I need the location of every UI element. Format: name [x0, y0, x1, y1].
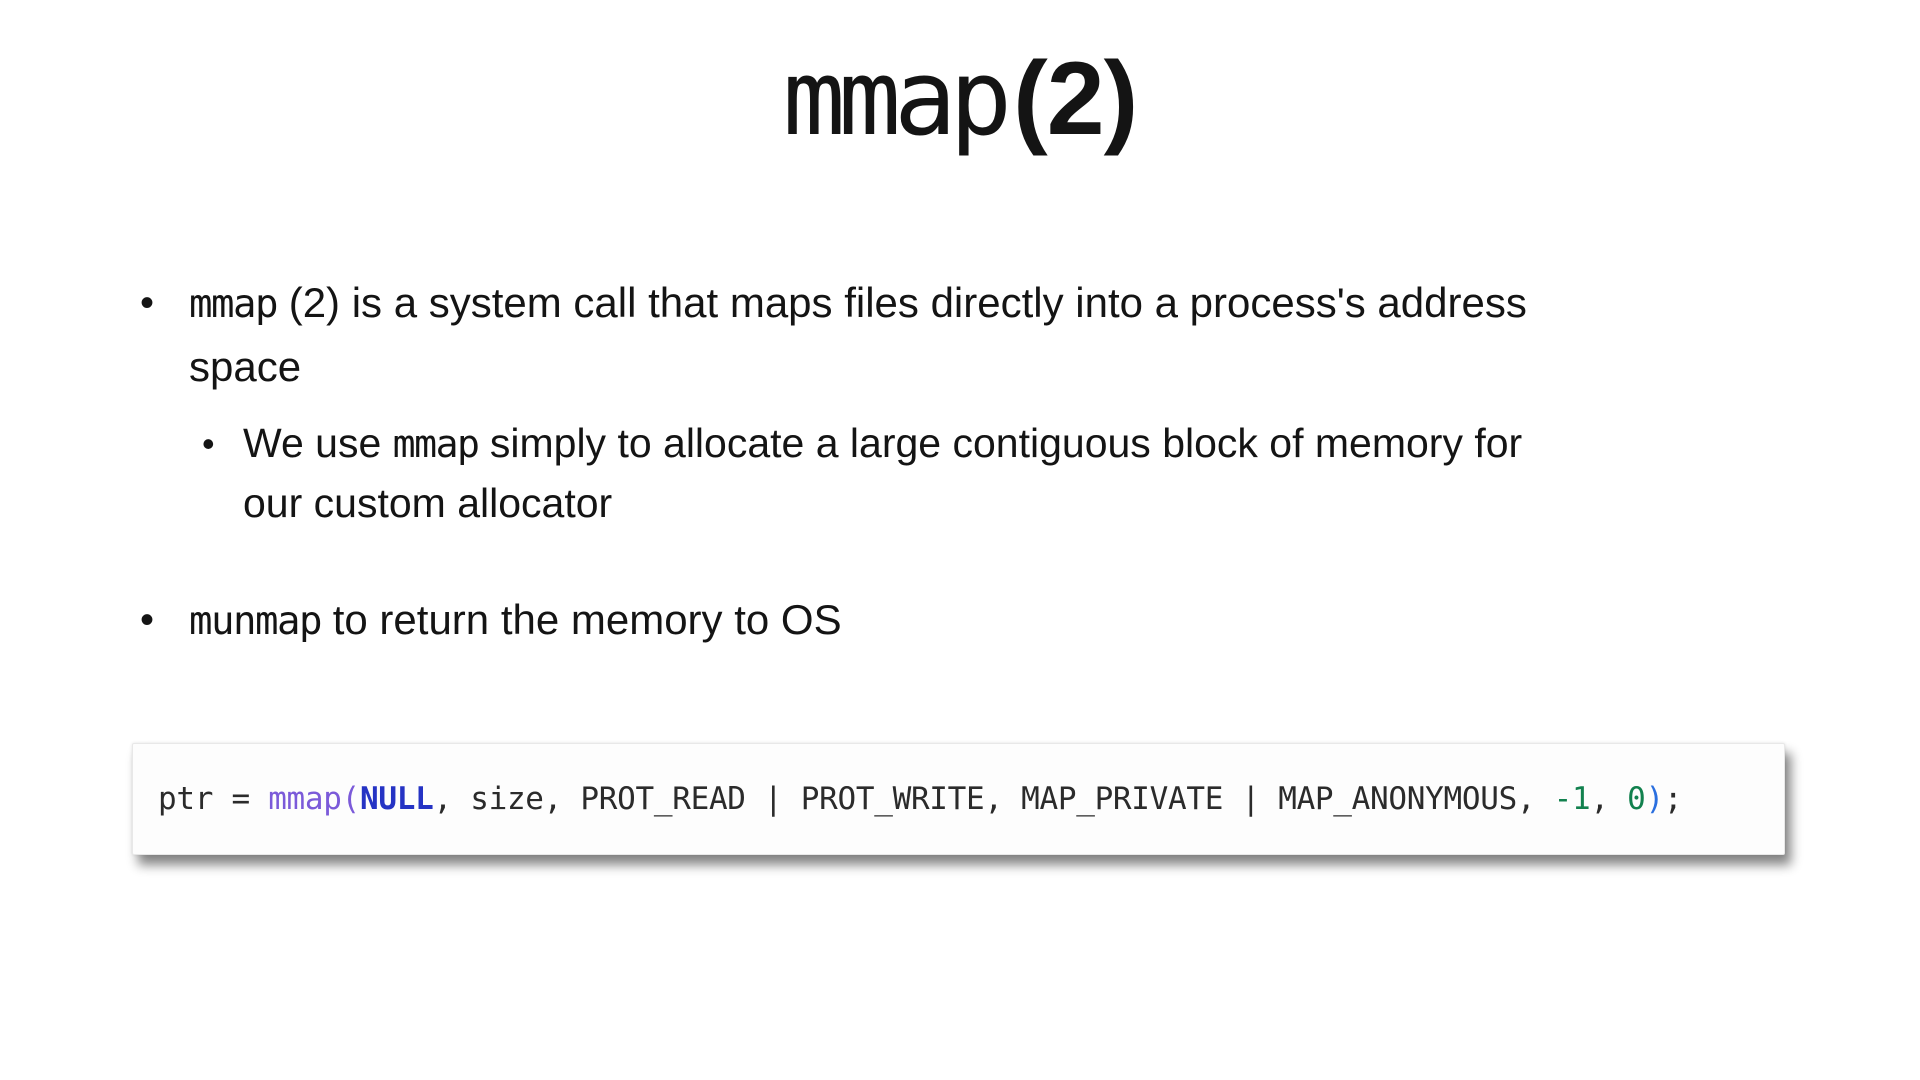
code-token-null: NULL: [360, 781, 434, 817]
bullet-text: munmap to return the memory to OS: [189, 589, 842, 653]
code-token-zero: 0: [1627, 781, 1646, 817]
sub-bullet-dot: •: [202, 423, 215, 464]
code-token-close-paren: ): [1645, 781, 1665, 817]
bullet-dot: •: [140, 281, 155, 325]
code-line: ptr = mmap(NULL, size, PROT_READ | PROT_…: [158, 781, 1683, 817]
code-token-neg-one: -1: [1553, 781, 1591, 817]
bullet-line-1: mmap (2) is a system call that maps file…: [189, 272, 1527, 336]
sub-bullet-post-text: simply to allocate a large contiguous bl…: [478, 420, 1523, 466]
code-token-args: , size, PROT_READ | PROT_WRITE, MAP_PRIV…: [433, 781, 1554, 817]
sub-bullet-item-allocator: • We use mmap simply to allocate a large…: [202, 414, 1820, 533]
inline-code-munmap: munmap: [189, 599, 323, 644]
inline-code-mmap: mmap: [189, 282, 279, 327]
bullet-list: • mmap (2) is a system call that maps fi…: [140, 272, 1820, 653]
bullet-line-1-text: to return the memory to OS: [321, 596, 842, 643]
inline-code-mmap: mmap: [392, 422, 480, 466]
sub-bullet-text: We use mmap simply to allocate a large c…: [243, 414, 1522, 533]
title-mono-text: mmap: [782, 37, 1012, 159]
sub-bullet-line-2: our custom allocator: [243, 480, 613, 526]
bullet-line-1: munmap to return the memory to OS: [189, 589, 842, 653]
code-token-assignment: ptr =: [158, 781, 269, 817]
bullet-item-mmap-syscall: • mmap (2) is a system call that maps fi…: [140, 272, 1820, 398]
bullet-line-1-text: (2) is a system call that maps files dir…: [277, 279, 1527, 326]
bullet-item-munmap: • munmap to return the memory to OS: [140, 589, 1820, 653]
title-suffix: (2): [1013, 41, 1138, 157]
bullet-dot: •: [140, 598, 155, 642]
bullet-text: mmap (2) is a system call that maps file…: [189, 272, 1527, 398]
bullet-line-2: space: [189, 343, 302, 390]
code-token-semicolon: ;: [1663, 781, 1683, 817]
sub-bullet-pre-text: We use: [243, 420, 393, 466]
page-title: mmap(2): [0, 28, 1920, 169]
code-token-mmap-call: mmap(: [268, 781, 361, 817]
code-block: ptr = mmap(NULL, size, PROT_READ | PROT_…: [132, 743, 1785, 855]
code-token-comma: ,: [1590, 781, 1628, 817]
sub-bullet-line-1: We use mmap simply to allocate a large c…: [243, 414, 1522, 474]
